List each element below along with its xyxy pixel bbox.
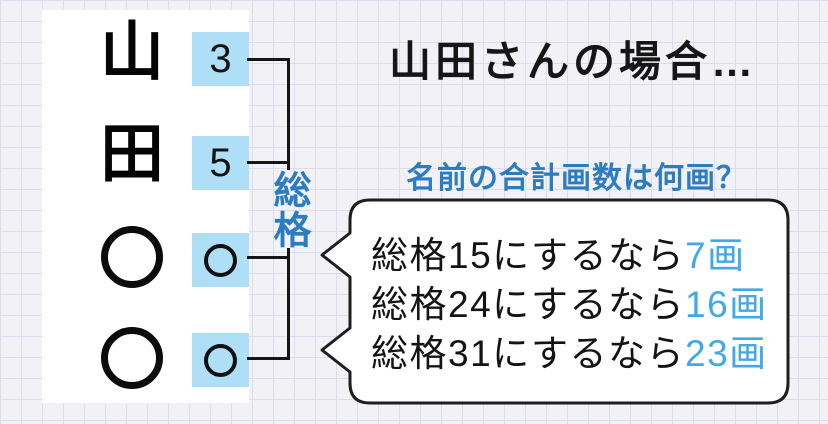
bubble-answer-line-3: 総格31にするなら23画 bbox=[371, 331, 768, 377]
stroke-count-value: 5 bbox=[209, 140, 232, 185]
given-name-placeholder-circle-1 bbox=[101, 226, 163, 288]
page-title: 山田さんの場合… bbox=[389, 38, 758, 85]
bracket-line-third bbox=[247, 256, 290, 259]
answer-prefix: 総格24にするなら bbox=[371, 284, 686, 325]
bracket-line-vertical-upper bbox=[287, 58, 290, 170]
surname-char-1: 山 bbox=[100, 15, 164, 90]
stroke-count-badge-3 bbox=[192, 233, 249, 287]
unknown-count-circle-icon bbox=[204, 243, 237, 277]
surname-char-2: 田 bbox=[100, 117, 164, 192]
bracket-line-top bbox=[247, 58, 290, 61]
speech-bubble-outline bbox=[320, 198, 790, 405]
bracket-line-vertical-lower bbox=[287, 248, 290, 360]
stroke-count-badge-1: 3 bbox=[192, 32, 249, 86]
name-card: 山 田 3 5 bbox=[42, 10, 249, 403]
stroke-count-value: 3 bbox=[209, 36, 232, 81]
unknown-count-circle-icon bbox=[204, 343, 237, 377]
stroke-count-badge-2: 5 bbox=[192, 136, 249, 190]
answer-strokes: 16画 bbox=[685, 284, 768, 325]
answer-strokes: 23画 bbox=[685, 333, 768, 374]
bubble-answer-line-2: 総格24にするなら16画 bbox=[371, 282, 768, 328]
given-name-placeholder-circle-2 bbox=[101, 327, 163, 389]
bubble-answer-line-1: 総格15にするなら7画 bbox=[371, 233, 746, 279]
bracket-line-second bbox=[247, 161, 290, 164]
answer-prefix: 総格31にするなら bbox=[371, 333, 686, 374]
speech-bubble-shape bbox=[320, 198, 790, 405]
bracket-line-bottom bbox=[247, 357, 290, 360]
soukaku-total-label: 総格 bbox=[267, 170, 309, 250]
question-text: 名前の合計画数は何画？ bbox=[406, 162, 747, 195]
answer-strokes: 7画 bbox=[685, 235, 746, 276]
answer-prefix: 総格15にするなら bbox=[371, 235, 686, 276]
stroke-count-badge-4 bbox=[192, 333, 249, 387]
